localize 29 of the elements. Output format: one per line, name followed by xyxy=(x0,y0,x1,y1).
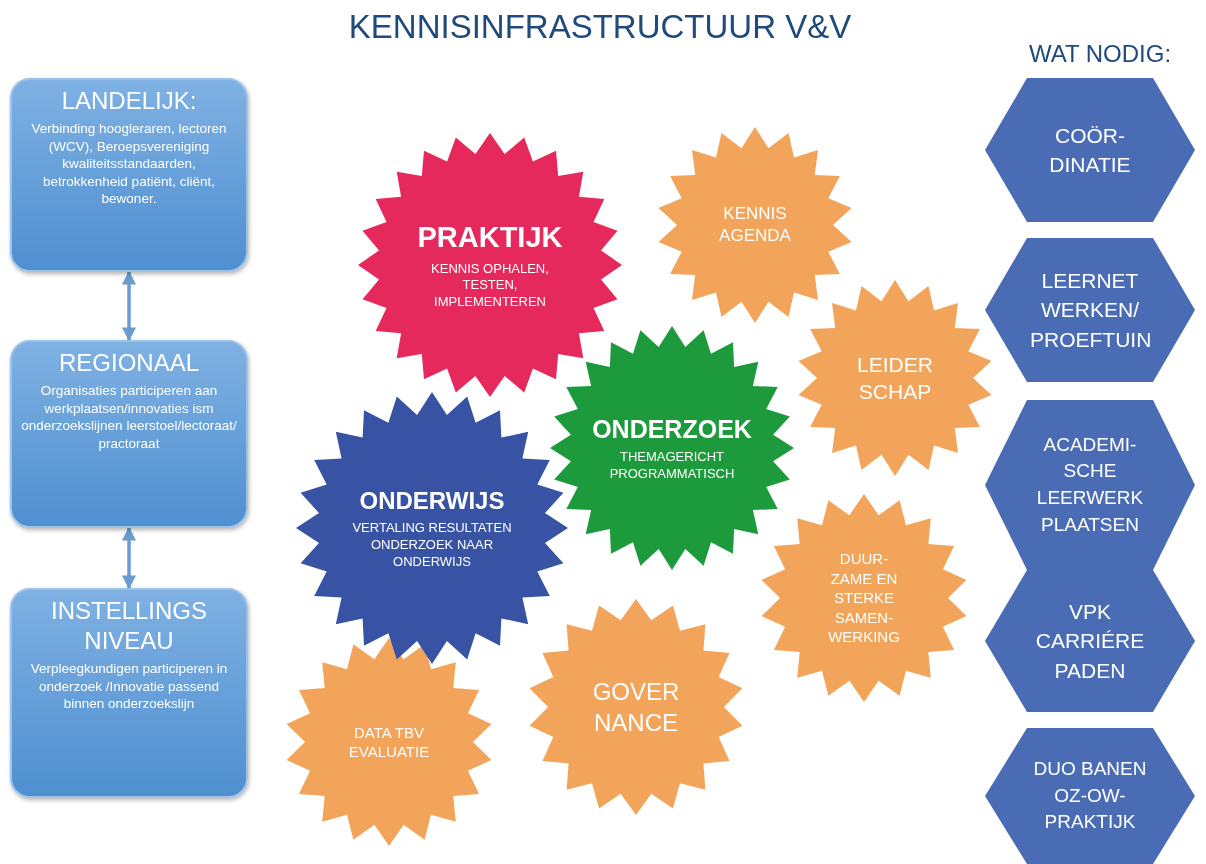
node-text: DATA TBV EVALUATIE xyxy=(347,722,431,762)
node-text: VPK CARRIÉRE PADEN xyxy=(1034,598,1146,684)
node-text: GOVER NANCE xyxy=(591,676,681,738)
node-text: Verbinding hoogleraren, lectoren (WCV), Beroepsvereniging kwaliteitsstandaarden, betrokkenheid patiënt, cliënt, bewoner. xyxy=(30,120,228,208)
node-text: LEIDER SCHAP xyxy=(856,351,934,405)
level-card xyxy=(10,340,248,528)
node-text: THEMAGERICHT PROGRAMMATISCH xyxy=(608,449,736,484)
node-text: DUO BANEN OZ-OW- PRAKTIJK xyxy=(1032,757,1148,835)
section-heading: WAT NODIG: xyxy=(1027,40,1173,68)
node-heading: LANDELIJK: xyxy=(61,86,197,116)
node-text: KENNIS OPHALEN, TESTEN, IMPLEMENTEREN xyxy=(430,260,550,312)
diagram-title: KENNISINFRASTRUCTUUR V&V xyxy=(347,8,853,46)
node-heading: ONDERWIJS xyxy=(359,486,505,517)
double-arrow xyxy=(122,526,136,590)
node-text: ACADEMI- SCHE LEERWERK PLAATSEN xyxy=(1035,432,1145,537)
node-text: LEERNET WERKEN/ PROEFTUIN xyxy=(1030,267,1150,353)
node-text: KENNIS AGENDA xyxy=(718,202,792,247)
node-heading: ONDERZOEK xyxy=(592,413,752,445)
node-text: Verpleegkundigen participeren in onderzoek /Innovatie passend binnen onderzoekslijn xyxy=(29,660,229,713)
double-arrow xyxy=(122,270,136,342)
node-text: DUUR- ZAME EN STERKE SAMEN- WERKING xyxy=(827,549,901,647)
node-heading: INSTELLINGS NIVEAU xyxy=(49,596,208,656)
level-card xyxy=(10,588,248,798)
node-heading: PRAKTIJK xyxy=(417,219,563,255)
level-card xyxy=(10,78,248,272)
node-text: COÖR- DINATIE xyxy=(1048,122,1132,178)
node-heading: REGIONAAL xyxy=(58,348,199,378)
node-text: Organisaties participeren aan werkplaatsen/innovaties ism onderzoekslijnen leerstoel/lectoraat/ practoraat xyxy=(20,382,238,453)
node-text: VERTALING RESULTATEN ONDERZOEK NAAR ONDERWIJS xyxy=(352,520,512,571)
